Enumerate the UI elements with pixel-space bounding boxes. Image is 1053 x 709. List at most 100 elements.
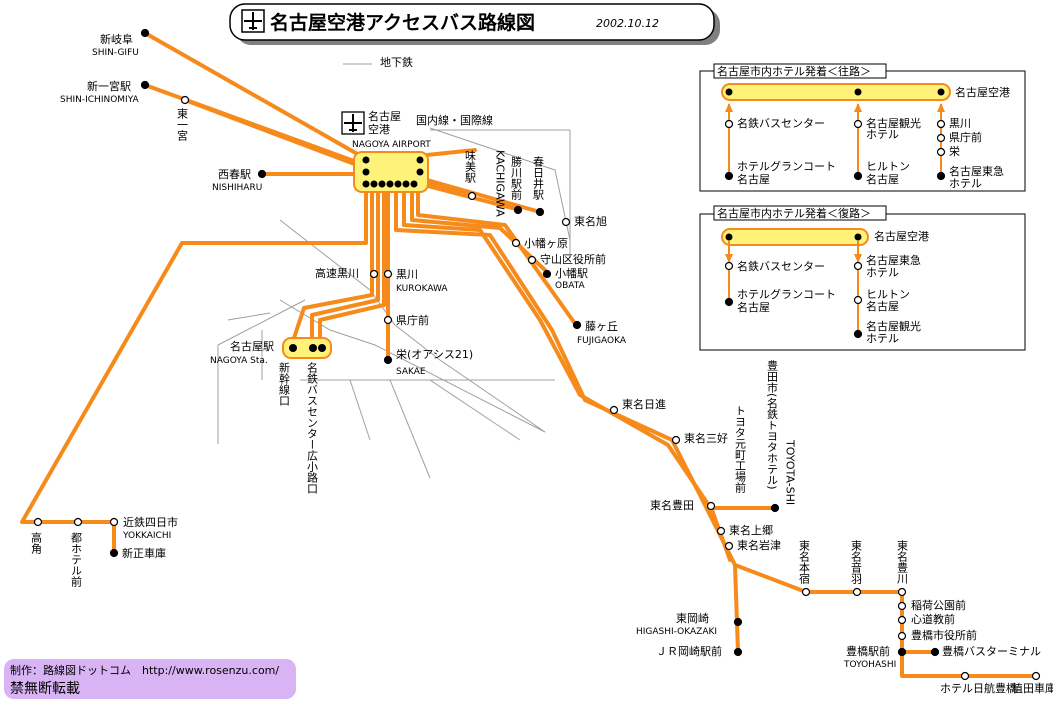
svg-text:県庁前: 県庁前 xyxy=(949,130,982,144)
label-kachigawa: 勝川駅前 xyxy=(510,155,523,201)
label-nishiharu: 西春駅 xyxy=(218,168,251,181)
label-takatsuno: 高角 xyxy=(30,531,43,555)
label-kasugai: 春日井駅 xyxy=(532,156,545,201)
map-title: 名古屋空港アクセスバス路線図 xyxy=(270,11,535,34)
label-meitetsu: 名鉄バスセンター広小路口 xyxy=(306,361,319,494)
svg-text:栄: 栄 xyxy=(949,144,960,158)
airport-name-2: 空港 xyxy=(368,122,390,136)
svg-text:名古屋東急: 名古屋東急 xyxy=(866,253,921,267)
station-labels: 新岐阜 SHIN-GIFU 新一宮駅 SHIN-ICHINOMIYA 東一宮 西… xyxy=(30,32,1053,695)
label-shinichinomiya: 新一宮駅 xyxy=(87,79,131,93)
label-toyotashi-en: TOYOTA-SHI xyxy=(784,439,797,505)
label-nagoya: 名古屋駅 xyxy=(230,339,274,353)
label-higashiichinomiya: 東一宮 xyxy=(176,108,189,142)
svg-text:ホテルグランコート: ホテルグランコート xyxy=(737,159,836,173)
airplane-icon xyxy=(241,9,265,33)
svg-text:ホテルグランコート: ホテルグランコート xyxy=(737,287,836,301)
map-date: 2002.10.12 xyxy=(596,17,659,30)
credit-box: 制作：路線図ドットコム http://www.rosenzu.com/ 禁無断転… xyxy=(4,659,296,699)
svg-text:ホテル: ホテル xyxy=(866,128,899,141)
label-ajima: 味美駅 xyxy=(464,150,477,184)
label-fujigaoka-en: FUJIGAOKA xyxy=(577,336,627,346)
title-banner: 名古屋空港アクセスバス路線図 2002.10.12 xyxy=(229,3,720,45)
svg-text:名鉄バスセンター: 名鉄バスセンター xyxy=(737,259,825,273)
label-tomeitoyokawa: 東名豊川 xyxy=(896,540,909,584)
label-shinkansen: 新幹線口 xyxy=(278,361,291,406)
label-toyohashi-bt: 豊橋バスターミナル xyxy=(942,644,1041,658)
nagoya-hub xyxy=(282,337,332,359)
label-tomeiasahi: 東名旭 xyxy=(574,214,607,228)
label-higashiokazaki-en: HIGASHI-OKAZAKI xyxy=(636,627,717,637)
airport-name-en: NAGOYA AIRPORT xyxy=(352,140,431,150)
label-inari: 稲荷公園前 xyxy=(911,598,966,612)
label-kachigawa-en: KACHIGAWA xyxy=(494,150,507,217)
label-tomeinisshin: 東名日進 xyxy=(622,397,666,411)
airport-name-1: 名古屋 xyxy=(368,109,401,123)
airport-icon xyxy=(341,111,365,135)
label-toyohashishiyakusho: 豊橋市役所前 xyxy=(911,628,977,642)
svg-text:名鉄バスセンター: 名鉄バスセンター xyxy=(737,116,825,130)
outbound-airport: 名古屋空港 xyxy=(955,85,1010,99)
label-kurokawa: 黒川 xyxy=(396,268,418,281)
label-shingifu: 新岐阜 xyxy=(100,32,133,46)
return-header: 名古屋市内ホテル発着＜復路＞ xyxy=(717,206,871,220)
route-yokkaichi xyxy=(20,188,368,524)
station-markers xyxy=(33,28,1041,681)
label-toyohashi-en: TOYOHASHI xyxy=(843,660,896,670)
label-toyotagenmachi: トヨタ元町工場前 xyxy=(734,405,747,494)
box-return: 名古屋市内ホテル発着＜復路＞ 名古屋空港 名鉄バスセンター ホテルグランコート … xyxy=(699,205,1026,351)
label-yokkaichi: 近鉄四日市 xyxy=(123,515,178,529)
label-hotelnikko: ホテル日航豊橋 xyxy=(940,681,1017,695)
airport-hub xyxy=(353,151,429,193)
box-outbound: 名古屋市内ホテル発着＜往路＞ 名古屋空港 名鉄バスセンター ホテルグランコート xyxy=(699,63,1026,192)
label-komakihara: 小幡ヶ原 xyxy=(524,236,568,250)
label-sakae: 栄(オアシス21) xyxy=(396,347,473,361)
svg-text:ホテル: ホテル xyxy=(866,266,899,279)
route-shingifu xyxy=(143,31,370,162)
label-jrokazaki: ＪＲ岡崎駅前 xyxy=(656,644,722,658)
label-obata: 小幡駅 xyxy=(555,266,588,280)
svg-text:ホテル: ホテル xyxy=(866,332,899,345)
copyright-notice: 禁無断転載 xyxy=(10,681,80,697)
label-kenchomae: 県庁前 xyxy=(396,313,429,327)
label-nagoya-en: NAGOYA Sta. xyxy=(210,356,268,366)
label-kurokawa-en: KUROKAWA xyxy=(396,284,448,294)
label-ueta: 植田車庫前 xyxy=(1012,681,1053,695)
outbound-header: 名古屋市内ホテル発着＜往路＞ xyxy=(717,64,871,78)
subway-lines xyxy=(217,127,571,479)
airport-terminal: 国内線・国際線 xyxy=(416,113,493,127)
label-obata-en: OBATA xyxy=(555,281,586,291)
svg-text:黒川: 黒川 xyxy=(949,117,971,130)
svg-text:名古屋: 名古屋 xyxy=(737,300,770,314)
label-shingifu-en: SHIN-GIFU xyxy=(92,48,139,58)
svg-text:ヒルトン: ヒルトン xyxy=(866,288,910,301)
label-tomeiotowa: 東名音羽 xyxy=(850,540,863,584)
svg-text:ホテル: ホテル xyxy=(949,177,982,190)
label-fujigaoka: 藤ヶ丘 xyxy=(585,320,618,333)
svg-text:名古屋観光: 名古屋観光 xyxy=(866,116,921,130)
return-airport: 名古屋空港 xyxy=(874,229,929,243)
label-tomeihonjuku: 東名本宿 xyxy=(798,540,811,584)
svg-text:名古屋観光: 名古屋観光 xyxy=(866,319,921,333)
credit-line: 制作：路線図ドットコム http://www.rosenzu.com/ xyxy=(10,664,280,677)
svg-text:名古屋: 名古屋 xyxy=(737,172,770,186)
svg-text:名古屋東急: 名古屋東急 xyxy=(949,164,1004,178)
label-moriyama: 守山区役所前 xyxy=(540,252,606,266)
label-shindokyo: 心道教前 xyxy=(911,612,955,626)
label-shinsho: 新正車庫 xyxy=(122,546,166,560)
label-tomeikamigo: 東名上郷 xyxy=(729,523,773,537)
svg-text:名古屋: 名古屋 xyxy=(866,172,899,186)
svg-text:名古屋: 名古屋 xyxy=(866,299,899,313)
label-shinichinomiya-en: SHIN-ICHINOMIYA xyxy=(60,95,140,105)
label-sakae-en: SAKAE xyxy=(396,367,426,377)
label-tomeimiyoshi: 東名三好 xyxy=(684,431,728,445)
label-miyakohotel: 都ホテル前 xyxy=(70,532,83,588)
label-tomeiiwazu: 東名岩津 xyxy=(737,538,781,552)
label-nishiharu-en: NISHIHARU xyxy=(212,183,262,193)
label-toyohashi: 豊橋駅前 xyxy=(846,644,890,658)
svg-text:ヒルトン: ヒルトン xyxy=(866,160,910,173)
subway-legend-label: 地下鉄 xyxy=(380,55,413,69)
label-kosokukurokawa: 高速黒川 xyxy=(315,266,359,280)
label-tomeitoyota: 東名豊田 xyxy=(650,498,694,512)
